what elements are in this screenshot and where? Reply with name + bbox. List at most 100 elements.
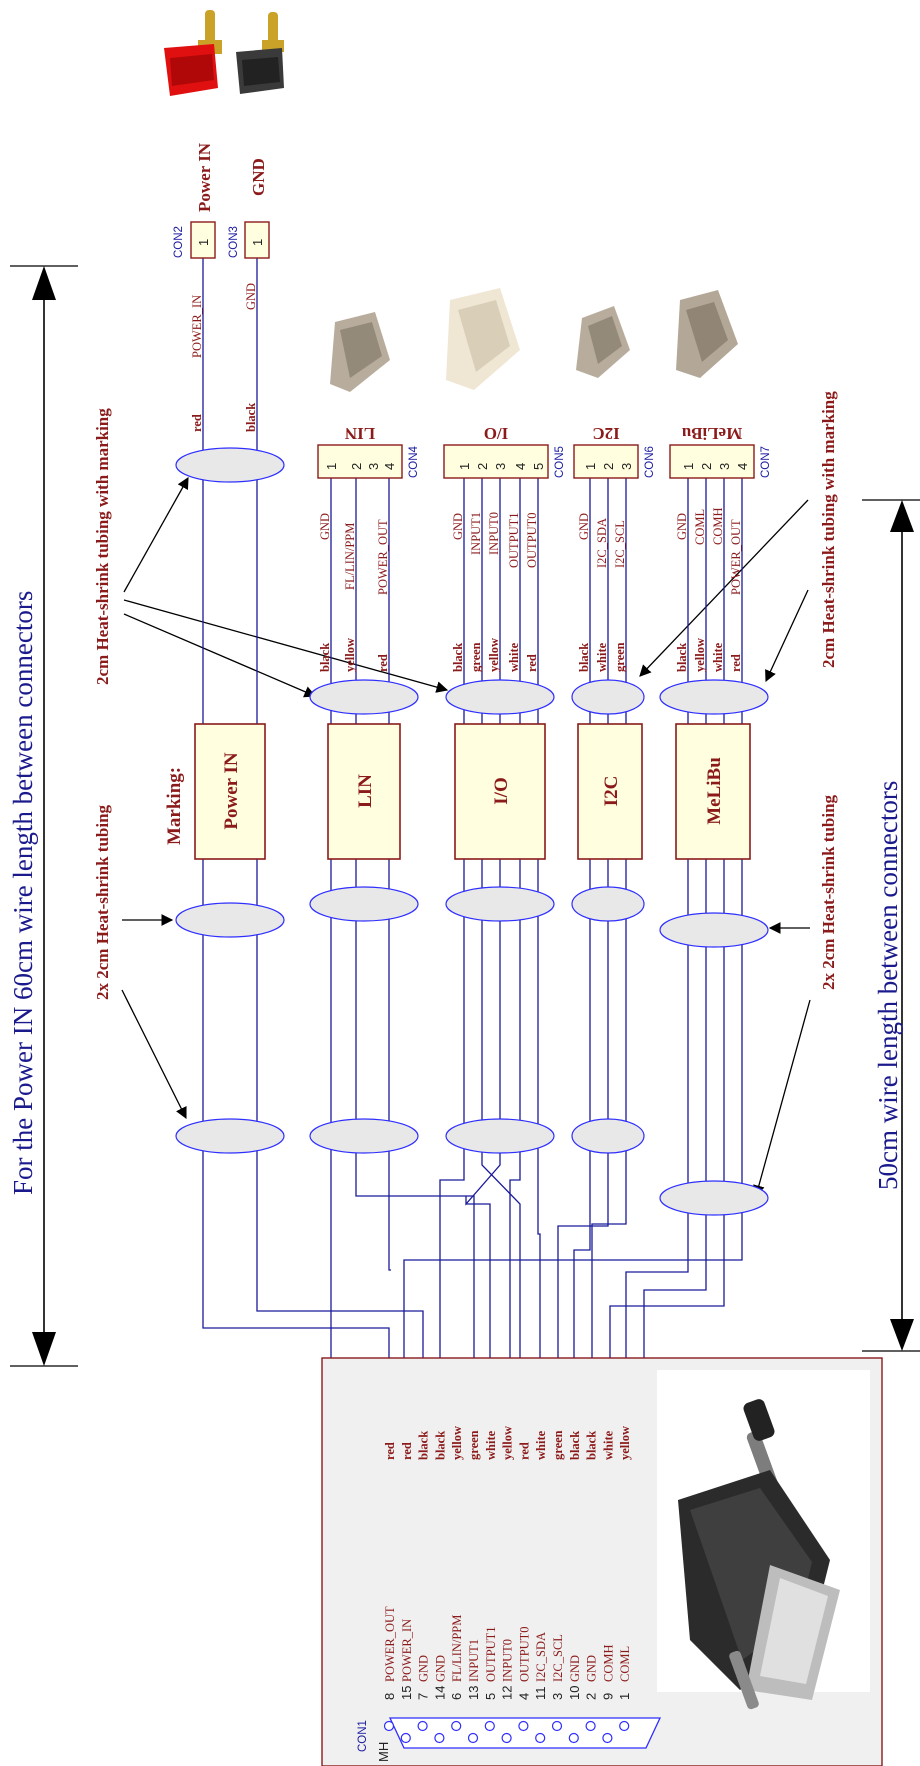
con5-pin-5: 5 xyxy=(531,463,546,470)
con4-name: LIN xyxy=(344,424,375,443)
hs-power-1 xyxy=(175,902,285,938)
con4-ref: CON4 xyxy=(408,445,420,478)
con1-mh: MH xyxy=(376,1742,391,1762)
dsub-pin-wire-color: black xyxy=(568,1431,582,1460)
con4-wire-1: black xyxy=(318,643,332,672)
lin-connector: LIN CON4 1 2 3 4 GND FL/LIN/PPM POWER_OU… xyxy=(317,424,420,672)
dsub-pin-contact xyxy=(400,1732,411,1744)
io-housing-image xyxy=(446,288,520,390)
dsub-pin-signal: COML xyxy=(618,1646,632,1682)
con5-pin-3: 3 xyxy=(493,463,508,470)
con5-wire-1: black xyxy=(451,643,465,672)
con5-pin-4: 4 xyxy=(513,463,528,470)
dsub-pin-number: 14 xyxy=(432,1686,447,1700)
black-banana-plug-image xyxy=(236,12,284,94)
con7-wire-4: red xyxy=(729,654,743,672)
dsub-pin-contact xyxy=(501,1732,512,1744)
con2-pin: 1 xyxy=(196,239,211,246)
con4-pin-3: 3 xyxy=(366,463,381,470)
dsub-pin-number: 15 xyxy=(399,1686,414,1700)
con4-wire-4: red xyxy=(376,654,390,672)
dsub-pin-contact xyxy=(551,1720,563,1732)
heat-2x-note-left: 2x 2cm Heat-shrink tubing xyxy=(93,804,112,1000)
i2c-connector: I2C CON6 1 2 3 GND I2C_SDA I2C_SCL black… xyxy=(573,424,656,672)
con3-name: GND xyxy=(249,158,268,196)
red-banana-plug-image xyxy=(164,10,222,96)
dsub-pin-number: 12 xyxy=(500,1686,515,1700)
marking-boxes: Power IN LIN I/O I2C MeLiBu xyxy=(194,723,751,860)
dsub-pin-number: 8 xyxy=(382,1693,397,1700)
con6-wire-1: black xyxy=(577,643,591,672)
hs-io-1 xyxy=(445,886,555,922)
dsub-pin-number: 10 xyxy=(567,1686,582,1700)
con5-pin-1: 1 xyxy=(457,463,472,470)
dsub-pin-contact xyxy=(619,1720,630,1732)
dsub-pin-signal: OUTPUT1 xyxy=(484,1626,498,1682)
con1-ref: CON1 xyxy=(357,1720,369,1752)
dsub-pin-contact xyxy=(451,1720,462,1732)
con7-pin-4: 4 xyxy=(735,463,750,470)
dsub-pin-signal: GND xyxy=(568,1655,582,1682)
dsub-pin-contact xyxy=(585,1720,596,1732)
con2-ref: CON2 xyxy=(173,226,185,258)
dsub-pin-wire-color: red xyxy=(400,1442,414,1460)
hs-i2c-2 xyxy=(571,1118,645,1154)
hs-io-2 xyxy=(445,1118,555,1154)
hs-i2c-1 xyxy=(571,886,645,922)
melibu-housing-image xyxy=(676,290,738,378)
dsub-pin-signal: GND xyxy=(585,1655,599,1682)
dsub-pin-wire-color: yellow xyxy=(501,1426,515,1460)
left-dimension: For the Power IN 60cm wire length betwee… xyxy=(8,265,78,1367)
dsub-pin-wire-color: red xyxy=(517,1442,531,1460)
dsub-pin-wire-color: black xyxy=(433,1431,447,1460)
i2c-housing-image xyxy=(576,306,630,378)
con7-wire-1: black xyxy=(675,643,689,672)
dsub-pin-signal: I2C_SCL xyxy=(551,1634,565,1682)
left-dimension-label: For the Power IN 60cm wire length betwee… xyxy=(8,591,38,1195)
hs-io-marking xyxy=(445,679,555,715)
hs-lin-marking xyxy=(309,679,419,715)
dsub-pin-wire-color: black xyxy=(585,1431,599,1460)
con6-signal-2: I2C_SDA xyxy=(595,518,609,568)
con6-signal-1: GND xyxy=(577,513,591,540)
dsub-pin-signal: FL/LIN/PPM xyxy=(450,1615,464,1682)
dsub-pin-signal: POWER_IN xyxy=(400,1619,414,1682)
dsub-pin-wire-color: black xyxy=(417,1431,431,1460)
dsub-pin-contact xyxy=(467,1732,479,1744)
dsub-pin-contact xyxy=(602,1732,613,1744)
con5-wire-4: white xyxy=(507,642,521,672)
marking-io: I/O xyxy=(491,777,512,804)
con7-name: MeLiBu xyxy=(682,424,742,443)
marking-i2c: I2C xyxy=(601,776,622,807)
dsub-pin-contact xyxy=(568,1732,579,1744)
con6-ref: CON6 xyxy=(644,446,656,478)
con5-signal-1: GND xyxy=(451,513,465,540)
power-in-connector: 1 CON2 Power IN POWER_IN red xyxy=(173,142,216,432)
dsub-pin-number: 6 xyxy=(449,1693,464,1700)
con5-signal-5: OUTPUT0 xyxy=(525,512,539,568)
hs-power-2 xyxy=(175,1118,285,1154)
con4-signal-4: POWER_OUT xyxy=(376,519,390,595)
marking-label: Marking: xyxy=(164,767,185,845)
con5-name: I/O xyxy=(484,424,509,443)
dsub-pin-number: 11 xyxy=(533,1687,548,1701)
dsub-pin-number: 5 xyxy=(483,1693,498,1700)
con5-wire-2: green xyxy=(469,642,483,672)
dsub-plug-image xyxy=(678,1399,840,1710)
dsub-pin-wire-color: white xyxy=(601,1430,615,1460)
wires xyxy=(202,258,743,1388)
con6-pin-1: 1 xyxy=(583,463,598,470)
dsub-pin-contact xyxy=(383,1720,395,1732)
dsub-pin-wire-color: green xyxy=(467,1430,481,1460)
con2-name: Power IN xyxy=(195,142,214,212)
lin-housing-image xyxy=(330,312,390,392)
dsub-pin-signal: GND xyxy=(417,1655,431,1682)
dsub-pin-number: 1 xyxy=(617,1693,632,1700)
con7-wire-2: yellow xyxy=(693,638,707,672)
con6-wire-2: white xyxy=(595,642,609,672)
con7-wire-3: white xyxy=(711,642,725,672)
con5-ref: CON5 xyxy=(554,446,566,478)
heat-marking-note-right: 2cm Heat-shrink tubing with marking xyxy=(819,391,838,668)
hs-melibu-marking xyxy=(659,679,769,715)
hs-i2c-marking xyxy=(571,679,645,715)
